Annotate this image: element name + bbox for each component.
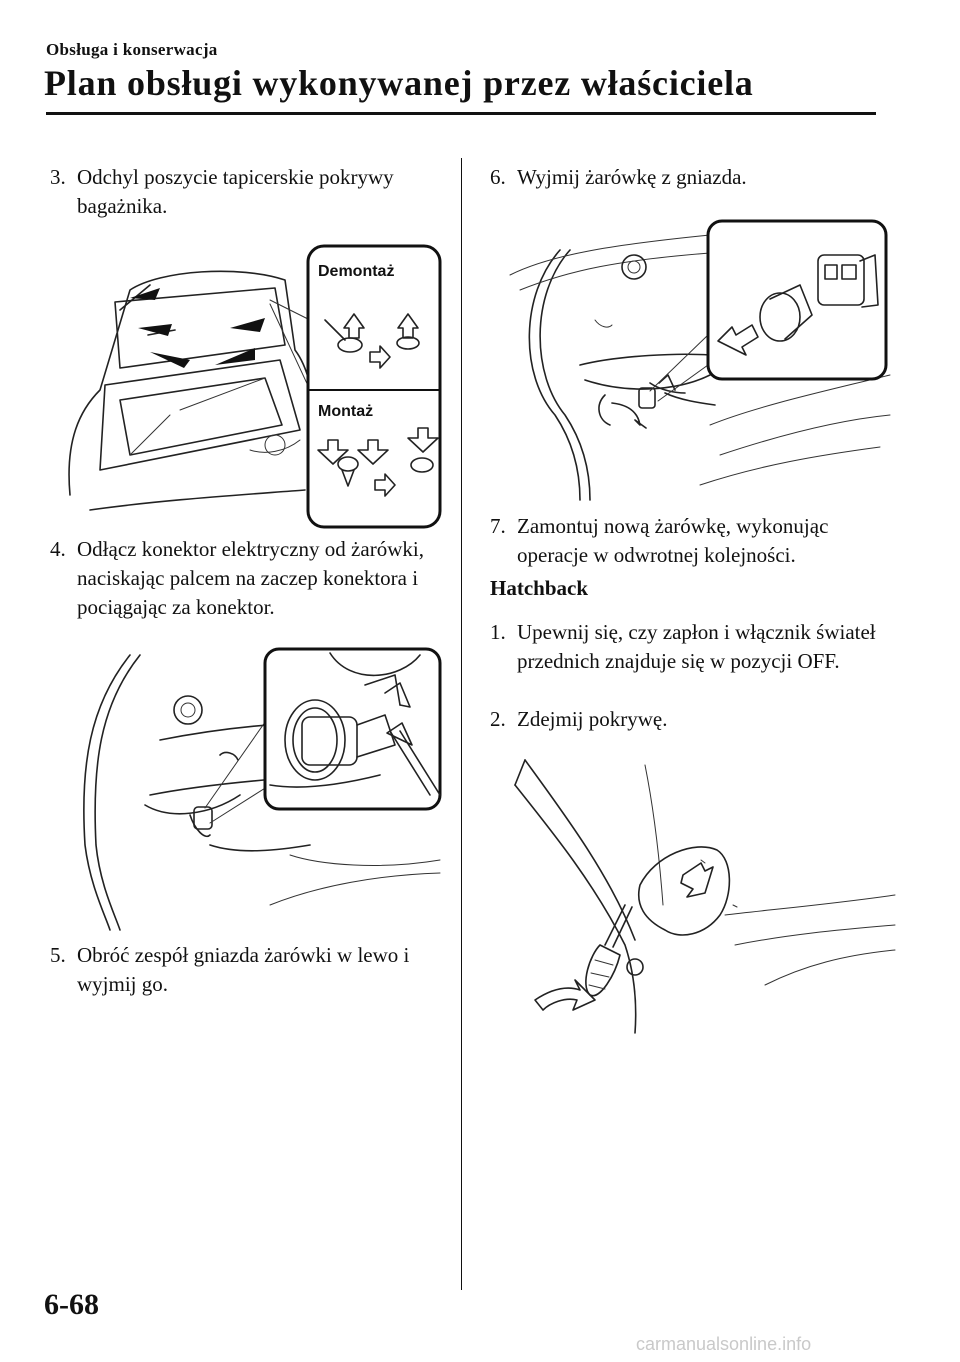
installation-label: Montaż: [318, 403, 373, 420]
section-label: Obsługa i konserwacja: [46, 40, 218, 59]
step-number: 2.: [490, 707, 506, 731]
step-6: 6. Wyjmij żarówkę z gniazda.: [490, 163, 890, 192]
watermark: carmanualsonline.info: [636, 1334, 812, 1354]
step-number: 6.: [490, 165, 506, 189]
hatchback-step-1: 1. Upewnij się, czy zapłon i włącznik św…: [490, 618, 890, 676]
step-text: Zdejmij pokrywę.: [517, 707, 668, 731]
step-number: 5.: [50, 943, 66, 967]
step-number: 3.: [50, 165, 66, 189]
step-text: Odchyl poszycie tapicerskie pokrywy baga…: [77, 165, 394, 218]
subheading-hatchback: Hatchback: [490, 576, 589, 600]
step-text: Wyjmij żarówkę z gniazda.: [517, 165, 747, 189]
step-3: 3. Odchyl poszycie tapicerskie pokrywy b…: [50, 163, 450, 221]
page-title: Plan obsługi wykonywanej przez właścicie…: [44, 63, 754, 103]
step-text: Obróć zespół gniazda żarówki w lewo i wy…: [77, 943, 410, 996]
hatchback-step-2: 2. Zdejmij pokrywę.: [490, 705, 890, 734]
step-text: Zamontuj nową żarówkę, wykonując operacj…: [517, 514, 829, 567]
step-5: 5. Obróć zespół gniazda żarówki w lewo i…: [50, 941, 450, 999]
column-divider: [461, 158, 462, 1290]
cover-removal-illustration: [514, 759, 896, 1034]
step-text: Odłącz konektor elektryczny od żarówki, …: [77, 537, 424, 619]
step-number: 1.: [490, 620, 506, 644]
bulb-removal-illustration: [509, 219, 891, 501]
step-number: 4.: [50, 537, 66, 561]
step-number: 7.: [490, 514, 506, 538]
title-rule: [46, 112, 876, 115]
step-text: Upewnij się, czy zapłon i włącznik świat…: [517, 620, 876, 673]
removal-label: Demontaż: [318, 263, 394, 280]
connector-illustration: [83, 647, 442, 931]
page-number: 6-68: [44, 1288, 99, 1321]
step-4: 4. Odłącz konektor elektryczny od żarówk…: [50, 535, 450, 622]
trunk-trim-illustration: Demontaż Montaż: [68, 244, 442, 529]
step-7: 7. Zamontuj nową żarówkę, wykonując oper…: [490, 512, 890, 570]
